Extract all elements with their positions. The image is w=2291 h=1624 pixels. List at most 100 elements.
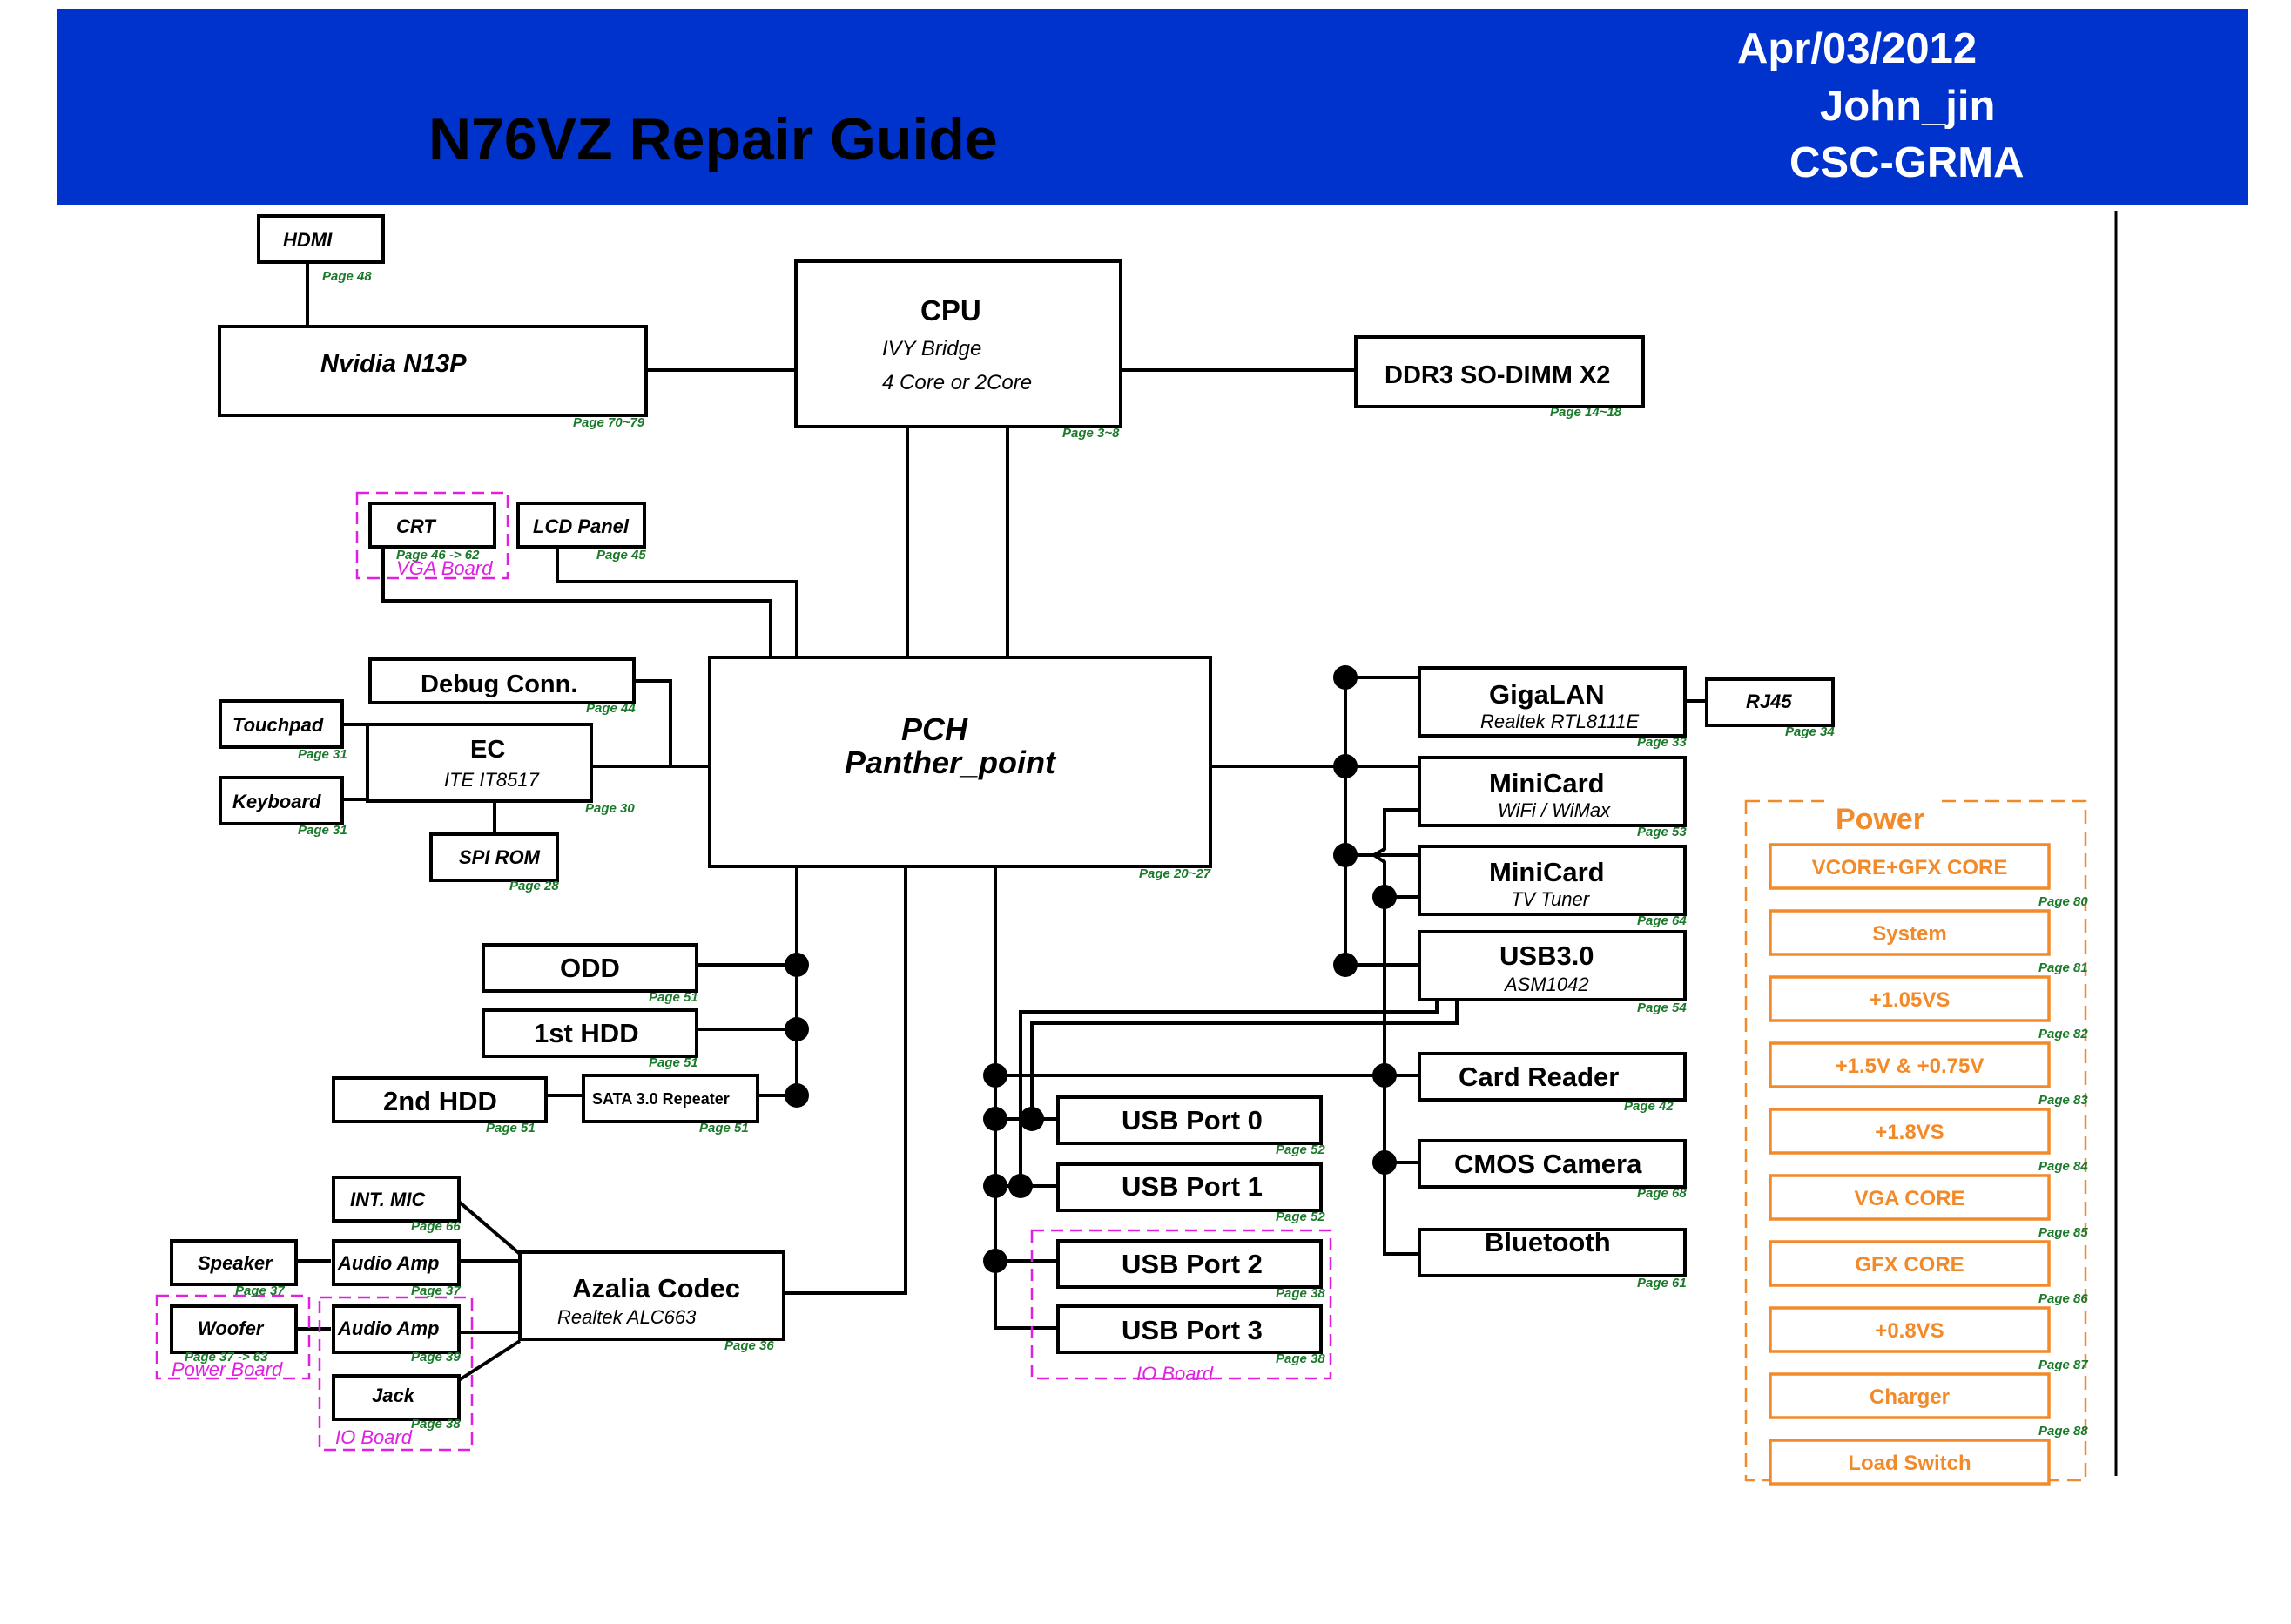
junction-dot xyxy=(1333,665,1358,690)
power-rail-page: Page 87 xyxy=(2038,1358,2088,1372)
hdd1-label: 1st HDD xyxy=(534,1018,639,1048)
gigalan-label: GigaLAN xyxy=(1489,679,1605,710)
cmos-page: Page 68 xyxy=(1637,1186,1687,1201)
wire-crt-pch xyxy=(381,547,772,656)
lcd-label: LCD Panel xyxy=(533,516,630,537)
bluetooth-label: Bluetooth xyxy=(1485,1227,1611,1257)
usb-port2-label: USB Port 2 xyxy=(1122,1249,1263,1279)
hdd2-box xyxy=(332,1076,548,1123)
header-author: John_jin xyxy=(1820,83,1995,130)
touchpad-label: Touchpad xyxy=(232,714,324,736)
amp2-box xyxy=(332,1304,461,1354)
usb-port1-box xyxy=(1056,1162,1323,1212)
usb-port3-page: Page 38 xyxy=(1276,1351,1325,1366)
azalia-label: Azalia Codec xyxy=(572,1273,740,1304)
speaker-label: Speaker xyxy=(198,1252,273,1274)
junction-dot xyxy=(1372,885,1397,909)
wire-intmic-azalia xyxy=(457,1200,522,1256)
power-rail-page: Page 88 xyxy=(2038,1424,2088,1439)
ddr3-label: DDR3 SO-DIMM X2 xyxy=(1385,361,1610,389)
junction-dot xyxy=(1333,754,1358,778)
amp1-label: Audio Amp xyxy=(337,1252,440,1274)
minicard2-label: MiniCard xyxy=(1489,857,1605,887)
ec-page: Page 30 xyxy=(585,801,635,816)
cmos-box xyxy=(1418,1139,1687,1189)
speaker-box xyxy=(170,1239,298,1286)
bluetooth-box xyxy=(1418,1228,1687,1277)
wire-pch-usbbus xyxy=(994,866,1058,1330)
spirom-page: Page 28 xyxy=(509,879,559,893)
gigalan-box xyxy=(1418,666,1687,738)
io-board-usb-label: IO Board xyxy=(1136,1363,1214,1385)
jack-page: Page 38 xyxy=(411,1417,461,1432)
usb-port3-box xyxy=(1056,1304,1323,1354)
amp2-label: Audio Amp xyxy=(337,1317,440,1339)
gigalan-sub-label: Realtek RTL8111E xyxy=(1480,711,1640,732)
rj45-label: RJ45 xyxy=(1746,691,1792,712)
power-rail-page: Page 83 xyxy=(2038,1093,2088,1108)
sata-repeater-box xyxy=(582,1074,759,1123)
usb-port2-page: Page 38 xyxy=(1276,1286,1325,1301)
usb-port0-box xyxy=(1056,1095,1323,1145)
wire-usbbus-vertical xyxy=(1371,808,1419,1256)
cpu-page: Page 3~8 xyxy=(1062,426,1120,441)
io-board-usb-outline xyxy=(1030,1229,1332,1380)
power-rail-box xyxy=(1769,975,2051,1022)
junction-dot xyxy=(785,1017,809,1041)
power-rail-label: VCORE+GFX CORE xyxy=(1812,856,2008,879)
connection-lines xyxy=(296,262,1707,1382)
keyboard-page: Page 31 xyxy=(298,823,347,838)
debug-page: Page 44 xyxy=(586,701,636,716)
junction-dot xyxy=(983,1107,1007,1131)
cardreader-box xyxy=(1418,1052,1687,1102)
cmos-label: CMOS Camera xyxy=(1454,1149,1642,1179)
woofer-box xyxy=(170,1304,298,1354)
ec-label: EC xyxy=(470,736,505,764)
power-rail-page: Page 82 xyxy=(2038,1027,2088,1041)
cpu-sub1-label: IVY Bridge xyxy=(882,337,981,361)
minicard2-sub-label: TV Tuner xyxy=(1511,888,1591,910)
usb-port3-label: USB Port 3 xyxy=(1122,1315,1263,1345)
speaker-page: Page 37 xyxy=(235,1284,285,1298)
nvidia-box xyxy=(218,325,648,417)
crt-label: CRT xyxy=(396,516,436,537)
junction-dot xyxy=(1372,1150,1397,1175)
cardreader-label: Card Reader xyxy=(1459,1061,1619,1092)
blocks xyxy=(170,214,1835,1421)
vga-board-label: VGA Board xyxy=(396,557,493,579)
header-dept: CSC-GRMA xyxy=(1789,139,2024,186)
power-rail-box xyxy=(1769,1372,2051,1419)
power-title: Power xyxy=(1836,803,1924,836)
touchpad-box xyxy=(219,699,344,749)
jack-box xyxy=(332,1374,461,1421)
cardreader-page: Page 42 xyxy=(1624,1099,1674,1114)
junction-dot xyxy=(1333,953,1358,977)
jack-label: Jack xyxy=(372,1385,416,1406)
usb-port0-page: Page 52 xyxy=(1276,1142,1325,1157)
usb-port1-label: USB Port 1 xyxy=(1122,1171,1263,1202)
hdmi-label: HDMI xyxy=(283,229,333,251)
usb-port1-page: Page 52 xyxy=(1276,1210,1325,1224)
keyboard-label: Keyboard xyxy=(232,791,321,812)
junction-dot xyxy=(983,1174,1007,1198)
junction-dots xyxy=(785,665,1397,1273)
power-rail-label: Load Switch xyxy=(1848,1452,1971,1475)
power-rail-box xyxy=(1769,909,2051,956)
woofer-page: Page 37 -> 63 xyxy=(185,1350,268,1365)
power-rail-label: GFX CORE xyxy=(1855,1253,1964,1277)
junction-dot xyxy=(983,1249,1007,1273)
sata-repeater-label: SATA 3.0 Repeater xyxy=(592,1090,730,1108)
pch-box xyxy=(708,656,1212,868)
usb30-box xyxy=(1418,930,1687,1001)
minicard1-box xyxy=(1418,756,1687,827)
odd-label: ODD xyxy=(560,953,620,983)
power-rail-box xyxy=(1769,1240,2051,1287)
power-board-label: Power Board xyxy=(172,1358,283,1380)
cpu-sub2-label: 4 Core or 2Core xyxy=(882,371,1032,394)
azalia-sub-label: Realtek ALC663 xyxy=(557,1306,697,1328)
power-rail-label: +0.8VS xyxy=(1875,1319,1944,1343)
intmic-box xyxy=(332,1176,461,1223)
amp1-box xyxy=(332,1239,461,1286)
